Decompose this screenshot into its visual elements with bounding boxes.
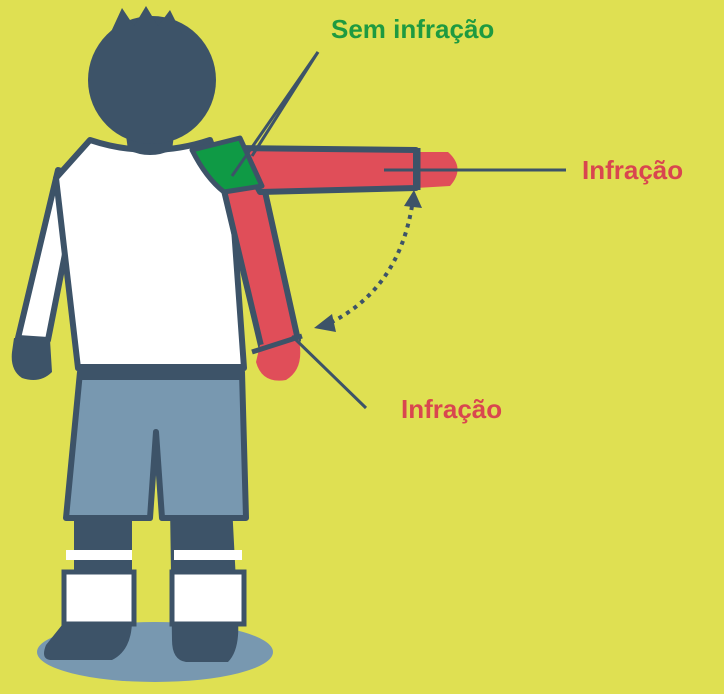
shirt-waistband bbox=[78, 364, 244, 380]
shorts bbox=[63, 369, 249, 521]
pointer-top-2 bbox=[250, 51, 320, 157]
left-sock-stripe bbox=[66, 550, 132, 560]
head bbox=[88, 16, 216, 144]
pointer-bottom bbox=[290, 334, 368, 410]
arrowhead-top bbox=[404, 190, 422, 208]
arrowhead-bottom bbox=[314, 314, 336, 332]
no-foul-label: Sem infração bbox=[331, 14, 495, 44]
right-sock bbox=[169, 569, 247, 627]
left-hand bbox=[11, 338, 52, 380]
double-arrow-icon bbox=[327, 205, 414, 326]
hair-spikes bbox=[110, 6, 182, 34]
foul-lowered-label: Infração bbox=[401, 394, 503, 424]
left-sock bbox=[61, 569, 137, 627]
foul-horizontal-label: Infração bbox=[582, 155, 684, 185]
right-sock-stripe bbox=[174, 550, 242, 560]
shoulder-no-foul-zone bbox=[189, 135, 265, 195]
